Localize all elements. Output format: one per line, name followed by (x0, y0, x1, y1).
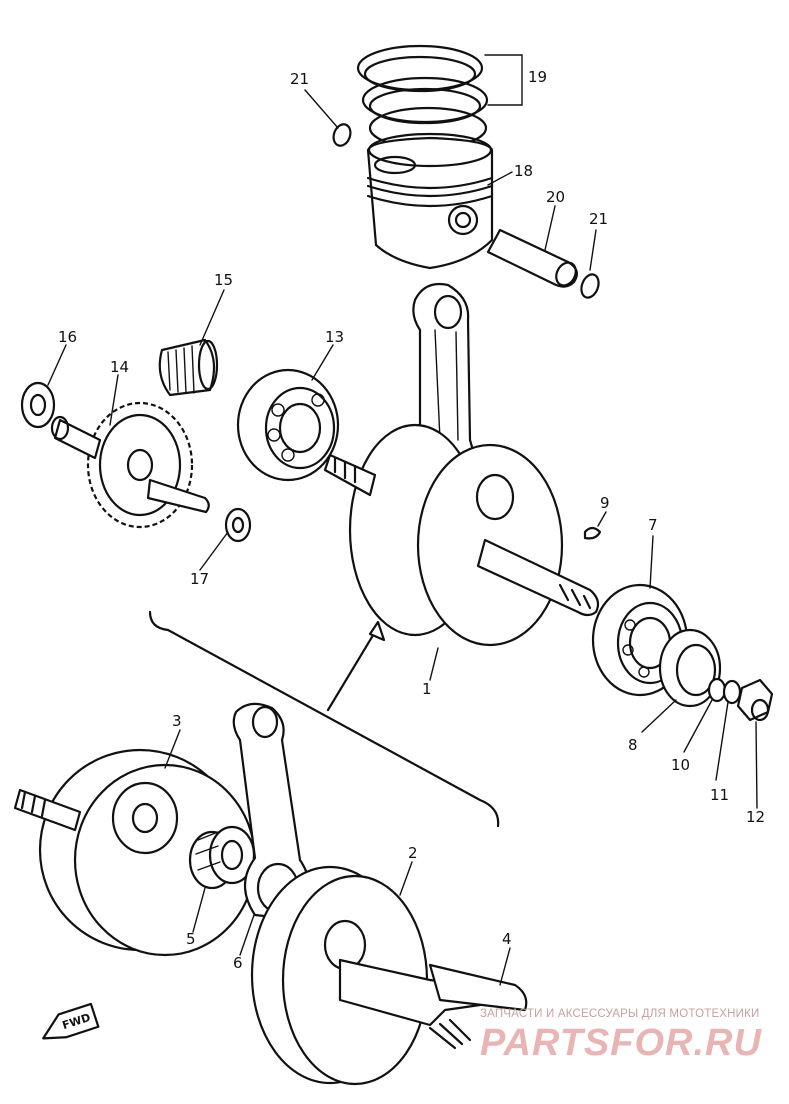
assembly-arrow-head (368, 620, 386, 642)
callout-7: 7 (648, 516, 658, 534)
primary-gear (50, 401, 210, 529)
crankshaft-assembly (323, 423, 600, 647)
piston-clip-right (580, 273, 600, 299)
callout-11: 11 (710, 786, 730, 804)
callout-1: 1 (422, 680, 432, 698)
callout-2: 2 (408, 844, 418, 862)
piston-pin (486, 228, 579, 288)
callout-20: 20 (546, 188, 566, 206)
washer-16 (20, 381, 56, 429)
washer-10 (707, 677, 727, 703)
watermark-tagline: ЗАПЧАСТИ И АКСЕССУАРЫ ДЛЯ МОТОТЕХНИКИ (480, 1008, 760, 1020)
callout-9: 9 (600, 494, 610, 512)
callout-10: 10 (671, 756, 691, 774)
nut-12 (736, 678, 774, 722)
callout-17: 17 (190, 570, 210, 588)
callout-16: 16 (58, 328, 78, 346)
callout-5: 5 (186, 930, 196, 948)
callout-21-right: 21 (589, 210, 609, 228)
woodruff-key (583, 526, 602, 540)
callout-19: 19 (528, 68, 548, 86)
fwd-arrow-icon (42, 1002, 100, 1040)
oil-seal (658, 628, 722, 708)
callout-15: 15 (214, 271, 234, 289)
piston-rings (356, 44, 489, 150)
crank-wheel-right (250, 865, 528, 1086)
callout-21-left: 21 (290, 70, 310, 88)
callout-14: 14 (110, 358, 130, 376)
group-bracket (148, 610, 500, 828)
watermark: ЗАПЧАСТИ И АКСЕССУАРЫ ДЛЯ МОТОТЕХНИКИ PA… (480, 1008, 780, 1065)
callout-3: 3 (172, 712, 182, 730)
piston-clip-left (332, 123, 352, 147)
assembly-arrow-shaft (326, 625, 380, 712)
needle-bearing-small (158, 338, 219, 397)
callout-6: 6 (233, 954, 243, 972)
callout-4: 4 (502, 930, 512, 948)
callout-12: 12 (746, 808, 766, 826)
watermark-logo: PARTSFOR.RU (480, 1022, 762, 1064)
washer-17 (224, 507, 252, 543)
crank-wheel-left (13, 748, 257, 957)
lock-washer-11 (722, 679, 742, 705)
bearing-left (236, 368, 340, 482)
leader-lines (47, 54, 758, 986)
callout-13: 13 (325, 328, 345, 346)
callout-18: 18 (514, 162, 534, 180)
needle-bearing-big-end (188, 825, 256, 890)
piston (366, 132, 494, 270)
callout-8: 8 (628, 736, 638, 754)
